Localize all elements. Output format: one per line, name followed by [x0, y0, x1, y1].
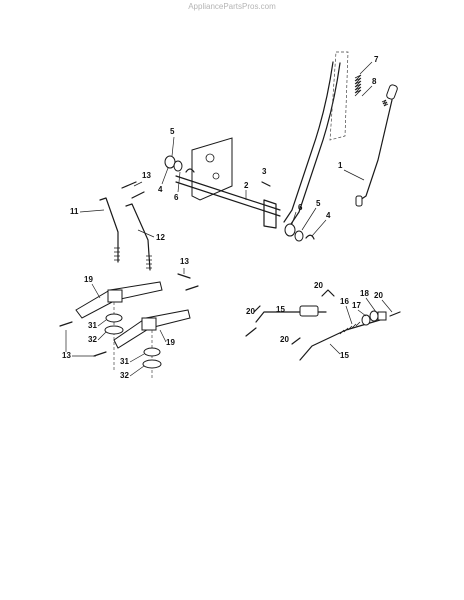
- callout-18: 18: [360, 289, 369, 298]
- callout-31-lower: 31: [120, 357, 129, 366]
- rod-15-lower: [299, 319, 381, 361]
- callout-2: 2: [244, 181, 249, 190]
- callout-19-lower: 19: [166, 338, 175, 347]
- callout-5-left: 5: [170, 127, 175, 136]
- callout-32-upper: 32: [88, 335, 97, 344]
- callout-3: 3: [262, 167, 267, 176]
- callout-4-left: 4: [158, 185, 163, 194]
- callout-4-right: 4: [326, 211, 331, 220]
- lift-handle: [283, 51, 349, 225]
- callout-12: 12: [156, 233, 165, 242]
- callout-20-right: 20: [374, 291, 383, 300]
- callout-13-top: 13: [142, 171, 151, 180]
- clips-13-bottom: [59, 321, 107, 357]
- hardware-16-17-18-20: [253, 289, 401, 345]
- lift-link-11: [99, 197, 120, 263]
- callout-20-mid: 20: [280, 335, 289, 344]
- callout-13-bottom: 13: [62, 351, 71, 360]
- callout-1: 1: [338, 161, 343, 170]
- callout-19-upper: 19: [84, 275, 93, 284]
- knob-8: [381, 84, 398, 107]
- callout-labels: 1 2 3 4 5 6 6 5 4 7 8 11 12: [62, 55, 393, 380]
- bracket-plate: [191, 137, 233, 201]
- watermark: AppliancePartsPros.com: [188, 2, 276, 11]
- callout-8: 8: [372, 77, 377, 86]
- callout-17: 17: [352, 301, 361, 310]
- bushings-31-32: [104, 313, 162, 369]
- lift-arm-19-lower: [113, 309, 191, 349]
- spring-7: [354, 74, 362, 97]
- lift-arm-19-upper: [75, 281, 163, 319]
- lift-link-12: [125, 203, 152, 271]
- callout-6-right: 6: [298, 203, 303, 212]
- callout-11: 11: [70, 207, 79, 216]
- callout-15-upper: 15: [276, 305, 285, 314]
- rod-1: [355, 99, 393, 207]
- callout-13-mid: 13: [180, 257, 189, 266]
- callout-16: 16: [340, 297, 349, 306]
- callout-6-left: 6: [174, 193, 179, 202]
- washers-and-clips: [164, 155, 315, 242]
- callout-20-top: 20: [314, 281, 323, 290]
- callout-31-upper: 31: [88, 321, 97, 330]
- callout-20-left: 20: [246, 307, 255, 316]
- callout-32-lower: 32: [120, 371, 129, 380]
- callout-7: 7: [374, 55, 379, 64]
- cross-shaft-2: [175, 175, 281, 229]
- rod-15-upper: [245, 305, 327, 337]
- callout-15-lower: 15: [340, 351, 349, 360]
- callout-5-right: 5: [316, 199, 321, 208]
- clips-13-top: [121, 181, 199, 291]
